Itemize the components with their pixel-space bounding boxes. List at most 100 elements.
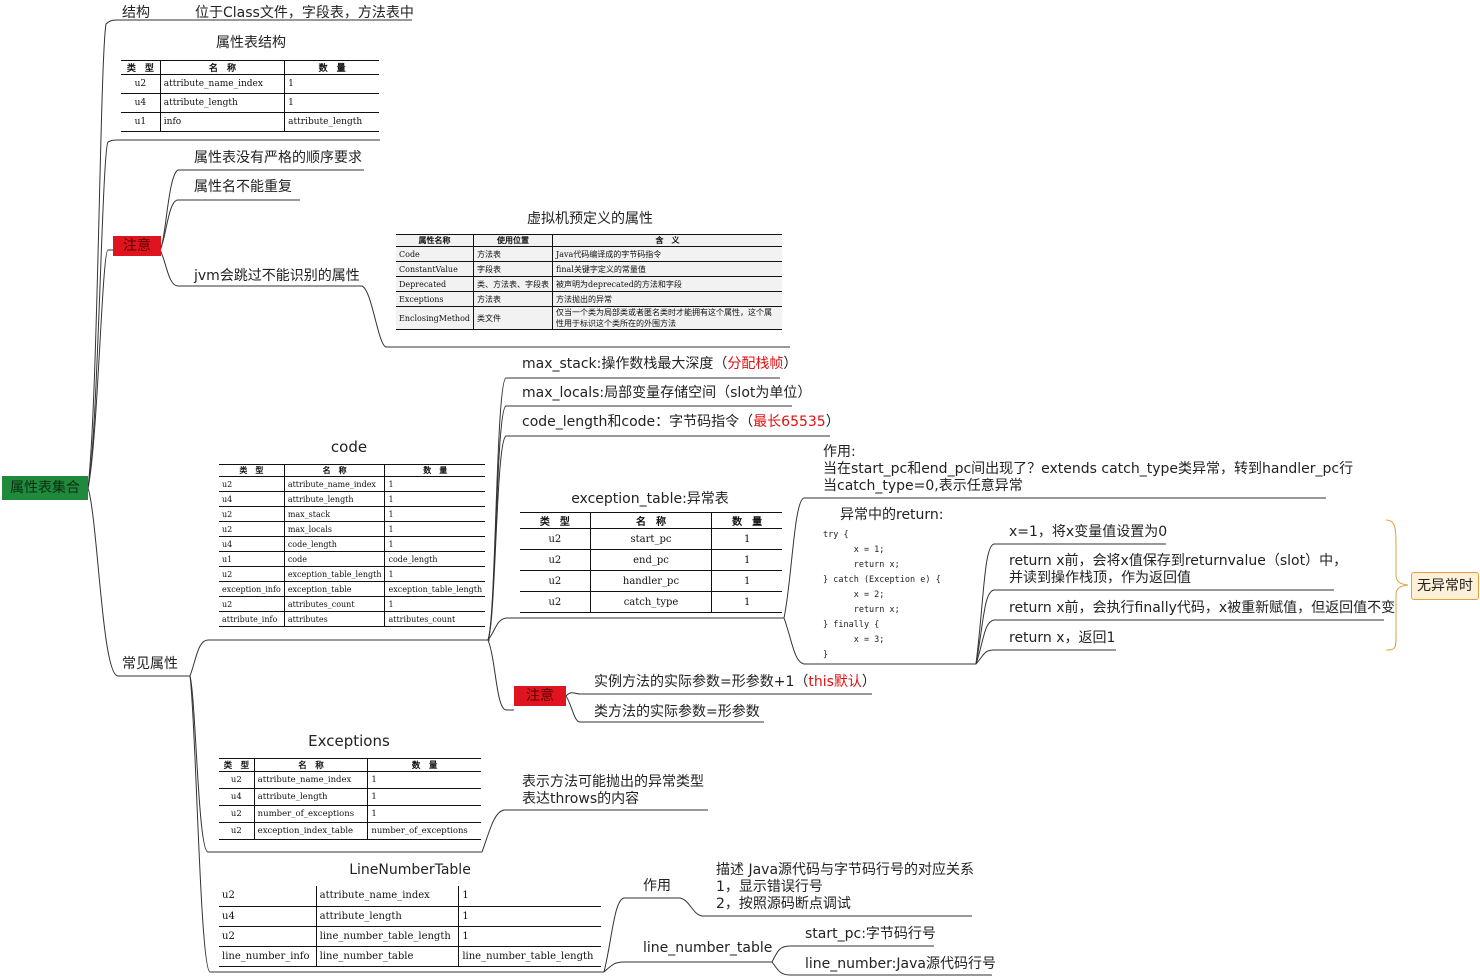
table-header-cell: 属性名称 [396,234,474,247]
lnt-start-pc[interactable]: start_pc:字节码行号 [805,926,936,942]
table-cell: max_stack [283,506,385,522]
table-cell: exception_info [222,584,281,594]
table-cell: u2 [548,554,562,566]
table-cell: 1 [711,528,782,550]
note-order[interactable]: 属性表没有严格的顺序要求 [194,150,362,166]
table-cell: 1 [458,906,601,926]
table-cell: Deprecated [399,279,447,289]
table-cell: 1 [711,570,782,592]
table-cell: 类文件 [473,306,553,330]
table-cell: attribute_name_index [315,886,459,906]
table-header-cell: 类 型 [520,512,591,529]
table-header-cell: 数 量 [367,758,481,772]
lnt-table-label[interactable]: line_number_table [643,940,773,956]
max-locals-item[interactable]: max_locals:局部变量存储空间（slot为单位） [522,385,812,401]
usage-line-2: 当在start_pc和end_pc间出现了？extends catch_type… [823,461,1354,477]
table-header-cell: 类 型 [219,758,255,772]
table-cell: attribute_length [253,788,368,806]
max-stack-end: ） [783,356,798,372]
table-header-cell: 名 称 [283,464,385,477]
exception-table-title: exception_table:异常表 [571,491,729,507]
table-header-cell: 数 量 [284,60,379,75]
table-cell: 1 [384,491,486,507]
table-cell: 1 [711,549,782,571]
table-cell: catch_type [589,591,712,613]
note-unique[interactable]: 属性名不能重复 [194,179,292,195]
table-cell: 仅当一个类为局部类或者匿名类时才能拥有这个属性，这个属性用于标识这个类所在的外围… [552,306,782,330]
table-cell: 方法表 [473,246,553,262]
return-step-2-line-1: return x前，会将x值保存到returnvalue（slot）中， [1009,553,1348,569]
struct-label[interactable]: 结构 [122,5,150,21]
table-cell: attribute_name_index [159,74,285,94]
table-cell: u2 [230,775,242,785]
table-cell: Exceptions [399,294,444,304]
root-node[interactable]: 属性表集合 [2,476,88,500]
table-cell: code_length [283,536,385,552]
lnt-usage-label[interactable]: 作用 [643,878,671,894]
note-class-method[interactable]: 类方法的实际参数=形参数 [594,704,760,720]
return-step-2-line-2: 并读到操作栈顶，作为返回值 [1009,570,1191,586]
code-length-item[interactable]: code_length和code：字节码指令（最长65535） [522,414,840,431]
table-cell: number_of_exceptions [367,822,481,840]
note-instance-method[interactable]: 实例方法的实际参数=形参数+1（this默认） [594,674,876,691]
table-cell: 1 [458,926,601,946]
table-cell: 1 [384,476,486,492]
table-cell: u4 [134,98,147,108]
note-skip-unknown[interactable]: jvm会跳过不能识别的属性 [194,268,360,284]
table-cell: 1 [384,521,486,537]
table-cell: Code [399,249,420,259]
code-note-tag[interactable]: 注意 [514,686,566,706]
table-header-cell: 名 称 [159,60,285,75]
table-header-cell: 类 型 [121,60,161,75]
table-cell: u2 [230,826,242,836]
return-step-3[interactable]: return x前，会执行finally代码，x被重新赋值，但返回值不变 [1009,600,1396,616]
table-cell: attribute_length [284,112,379,132]
table-cell: exception_table [283,581,385,597]
exception-table-usage[interactable]: 作用: 当在start_pc和end_pc间出现了？extends catch_… [823,444,1353,495]
no-exception-bracket [1385,519,1409,651]
max-stack-item[interactable]: max_stack:操作数栈最大深度（分配栈帧） [522,356,797,373]
lnt-line-number[interactable]: line_number:Java源代码行号 [805,956,996,972]
table-cell: 1 [384,566,486,582]
common-label[interactable]: 常见属性 [122,656,178,672]
table-cell: u4 [230,792,242,802]
table-cell: u1 [222,554,233,564]
return-step-4[interactable]: return x，返回1 [1009,630,1116,646]
exceptions-desc-line-1: 表示方法可能抛出的异常类型 [522,774,704,790]
no-exception-node[interactable]: 无异常时 [1411,572,1479,600]
table-cell: 方法表 [473,291,553,307]
table-cell: attribute_length [159,93,285,113]
table-cell: attributes_count [384,611,486,627]
max-stack-text: max_stack:操作数栈最大深度（ [522,356,728,372]
exceptions-desc[interactable]: 表示方法可能抛出的异常类型 表达throws的内容 [522,774,704,808]
try-catch-code-sample: try { x = 1; return x; } catch (Exceptio… [823,530,941,660]
lnt-usage[interactable]: 描述 Java源代码与字节码行号的对应关系 1，显示错误行号 2，按照源码断点调… [716,862,974,913]
return-step-2[interactable]: return x前，会将x值保存到returnvalue（slot）中， 并读到… [1009,553,1347,587]
table-header-cell: 名 称 [253,758,368,772]
usage-line-1: 作用: [823,444,856,460]
max-stack-highlight: 分配栈帧 [727,356,784,372]
notes-tag[interactable]: 注意 [113,236,161,256]
table-cell: line_number_table_length [458,946,601,966]
table-cell: attribute_length [283,491,385,507]
table-cell: start_pc [589,528,712,550]
table-cell: exception_index_table [253,822,368,840]
table-cell: u2 [548,575,562,587]
table-cell: u2 [222,524,233,534]
return-step-1[interactable]: x=1，将x变量值设置为0 [1009,524,1168,540]
table-cell: 1 [384,536,486,552]
table-cell: u2 [230,809,242,819]
struct-desc[interactable]: 位于Class文件，字段表，方法表中 [195,5,414,21]
table-cell: max_locals [283,521,385,537]
table-cell: 1 [367,788,481,806]
